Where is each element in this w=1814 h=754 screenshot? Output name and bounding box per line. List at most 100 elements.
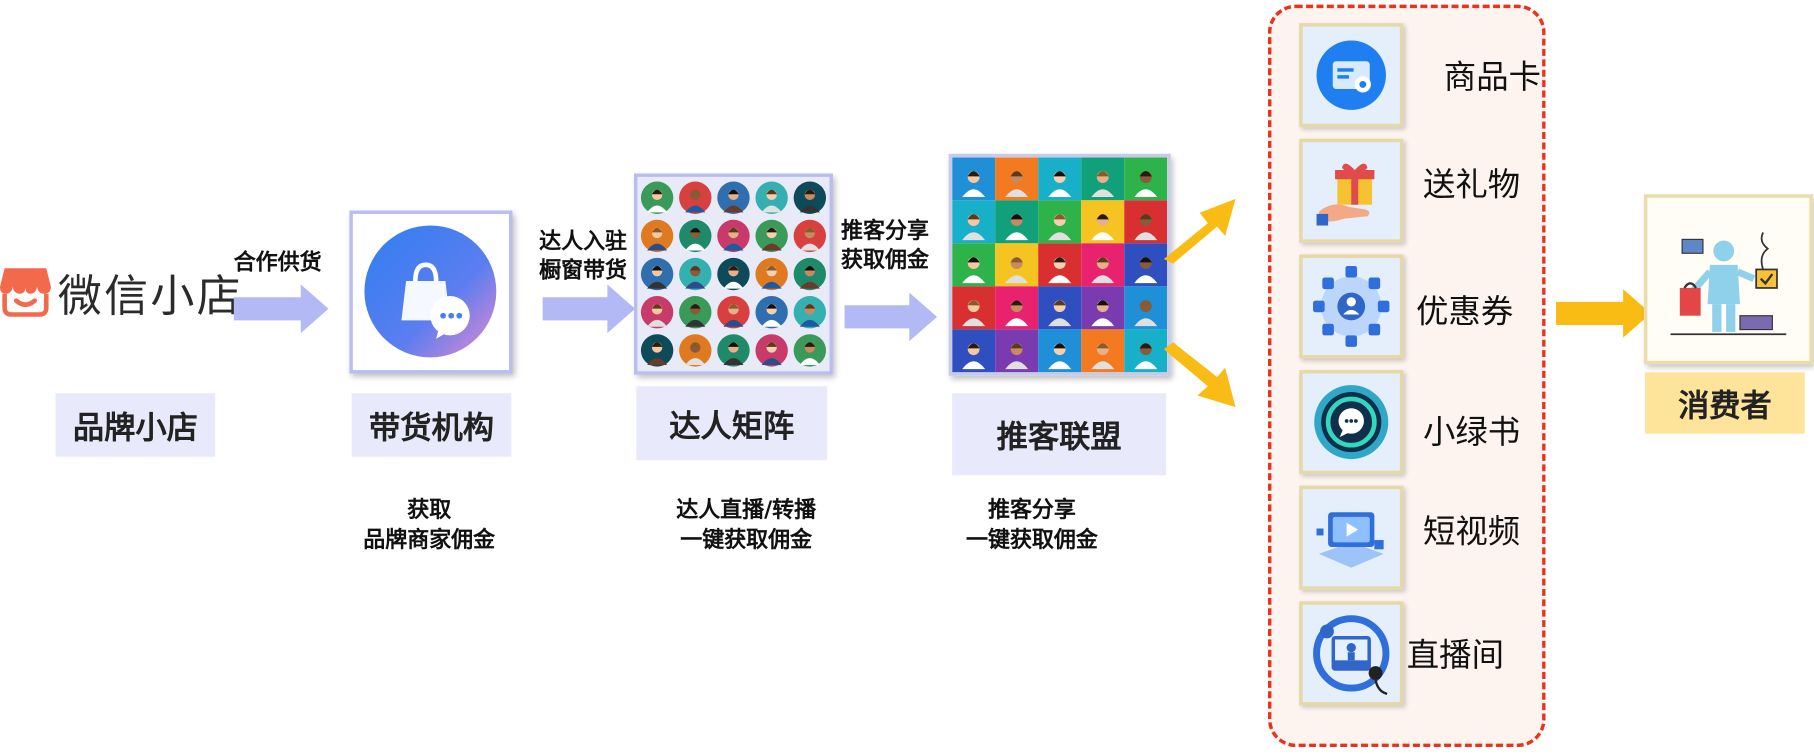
avatar-icon	[755, 219, 788, 253]
avatar-icon	[717, 296, 750, 329]
avatar-icon	[962, 343, 986, 370]
shopping-bag-chat-icon	[364, 225, 497, 358]
share-arrow-label-2: 获取佣金	[841, 247, 930, 273]
join-arrow-label-2: 橱窗带货	[539, 257, 628, 284]
promoter-card	[948, 153, 1171, 376]
avatar-icon	[1048, 300, 1072, 327]
promoter-description: 推客分享 一键获取佣金	[939, 495, 1124, 555]
avatar-icon	[1005, 171, 1029, 198]
consumer-arrow-icon	[1556, 289, 1651, 338]
channel-tile-product-card	[1299, 23, 1404, 128]
product-card-icon	[1316, 40, 1386, 110]
avatar-icon	[1005, 300, 1029, 327]
avatar-icon	[1134, 257, 1158, 284]
promoter-description-line-1: 推客分享	[987, 497, 1076, 523]
stage-label-promoter: 推客联盟	[952, 393, 1167, 476]
channel-label-little-green-book: 小绿书	[1422, 412, 1521, 452]
avatar-icon	[640, 257, 674, 291]
gift-icon	[1316, 163, 1375, 226]
avatar-icon	[793, 181, 827, 214]
channel-tile-coupon	[1299, 254, 1404, 359]
avatar-icon	[1005, 343, 1029, 370]
network-people-icon	[1313, 265, 1390, 347]
avatar-icon	[793, 257, 827, 291]
share-arrow-icon	[844, 292, 938, 342]
agency-description-line-2: 品牌商家佣金	[363, 527, 496, 553]
channel-label-product-card: 商品卡	[1443, 57, 1541, 96]
channel-tile-little-green-book	[1299, 370, 1404, 475]
agency-description: 获取 品牌商家佣金	[347, 495, 511, 555]
video-play-icon	[1316, 512, 1384, 568]
avatar-icon	[679, 257, 712, 291]
stage-label-agency: 带货机构	[351, 393, 512, 457]
channel-label-gift: 送礼物	[1422, 165, 1521, 204]
avatar-icon	[962, 214, 986, 241]
agency-description-line-1: 获取	[407, 497, 452, 523]
avatar-icon	[1091, 300, 1115, 327]
join-arrow-label-1: 达人入驻	[539, 228, 628, 255]
avatar-icon	[755, 257, 788, 291]
stage-label-talent: 达人矩阵	[636, 386, 828, 461]
consumer-card	[1643, 194, 1813, 365]
avatar-icon	[717, 334, 750, 367]
chat-bubble-icon	[1314, 385, 1389, 460]
promoter-description-line-2: 一键获取佣金	[965, 527, 1098, 553]
avatar-icon	[1005, 257, 1029, 284]
share-arrow-label-1: 推客分享	[841, 218, 930, 245]
shopper-icon	[1670, 232, 1787, 336]
avatar-icon	[640, 296, 674, 329]
avatar-icon	[1091, 343, 1115, 370]
avatar-icon	[793, 334, 827, 367]
avatar-icon	[717, 257, 750, 291]
avatar-icon	[755, 334, 788, 367]
avatar-icon	[962, 257, 986, 284]
avatar-icon	[717, 219, 750, 253]
avatar-icon	[1134, 214, 1158, 241]
avatar-icon	[793, 296, 827, 329]
avatar-icon	[679, 181, 712, 214]
agency-card	[349, 210, 513, 374]
avatar-icon	[962, 300, 986, 327]
channel-tile-live-room	[1299, 601, 1404, 706]
avatar-icon	[1134, 343, 1158, 370]
colorful-avatar-grid-icon	[952, 157, 1168, 373]
avatar-icon	[1005, 214, 1029, 241]
avatar-icon	[679, 296, 712, 329]
avatar-icon	[640, 219, 674, 253]
avatar-icon	[1134, 300, 1158, 327]
talent-description: 达人直播/转播 一键获取佣金	[648, 495, 845, 555]
avatar-icon	[962, 171, 986, 198]
avatar-grid-icon	[637, 176, 830, 372]
brand-name: 微信小店	[57, 270, 243, 322]
avatar-icon	[793, 219, 827, 253]
talent-description-line-2: 一键获取佣金	[680, 527, 813, 553]
live-room-icon	[1313, 615, 1390, 695]
talent-description-line-1: 达人直播/转播	[676, 497, 817, 523]
channel-tile-gift	[1299, 138, 1404, 243]
avatar-icon	[1048, 257, 1072, 284]
avatar-icon	[755, 181, 788, 214]
supply-arrow-icon	[233, 284, 329, 334]
avatar-icon	[1091, 171, 1115, 198]
avatar-icon	[679, 219, 712, 253]
channel-label-short-video: 短视频	[1422, 512, 1521, 551]
shop-bag-icon	[0, 268, 51, 317]
join-arrow-icon	[542, 284, 636, 334]
channel-label-live-room: 直播间	[1406, 636, 1504, 675]
avatar-icon	[1091, 257, 1115, 284]
avatar-icon	[1048, 343, 1072, 370]
avatar-icon	[640, 181, 674, 214]
stage-label-brand-shop: 品牌小店	[55, 393, 216, 457]
avatar-icon	[755, 296, 788, 329]
avatar-icon	[640, 334, 674, 367]
consumer-label: 消费者	[1645, 372, 1805, 434]
fan-arrow-up-icon	[1163, 198, 1236, 264]
channel-label-coupon: 优惠券	[1416, 292, 1514, 331]
avatar-icon	[1134, 171, 1158, 198]
avatar-icon	[1091, 214, 1115, 241]
avatar-icon	[1048, 214, 1072, 241]
avatar-icon	[679, 334, 712, 367]
talent-card	[633, 173, 833, 375]
supply-arrow-label: 合作供货	[233, 249, 322, 276]
